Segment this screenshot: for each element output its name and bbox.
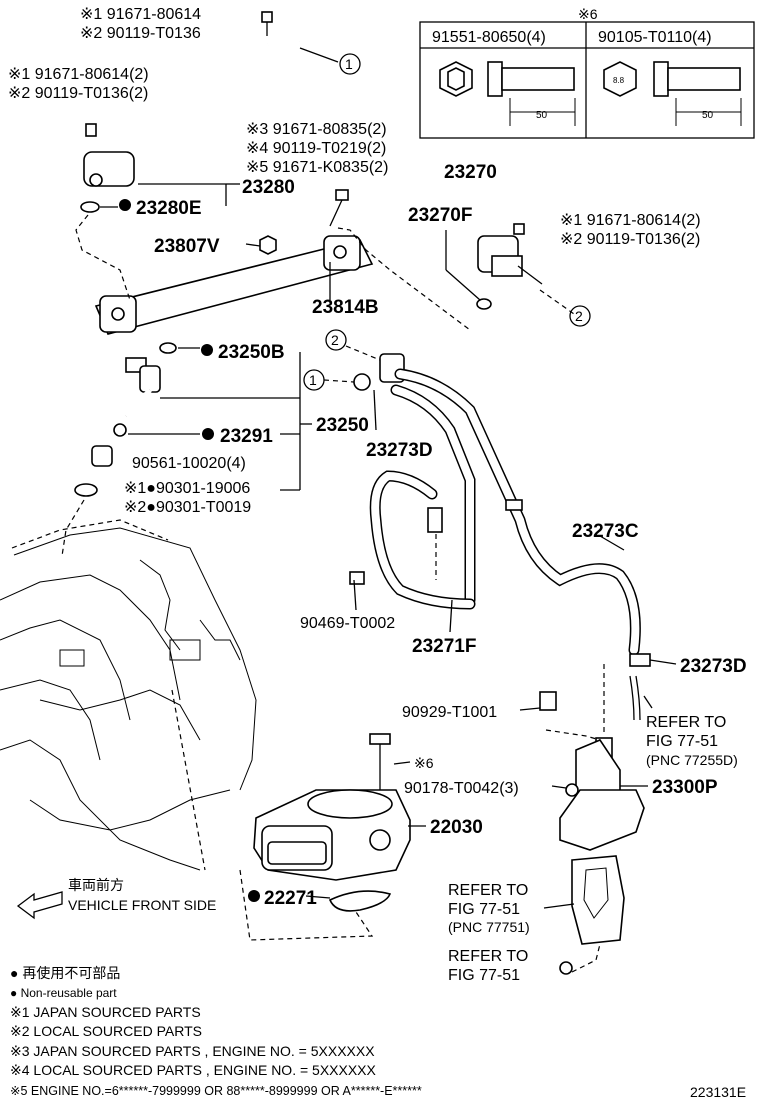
non-reusable-bullet: [201, 344, 213, 356]
label-clamp-bolt-2: ※2 90119-T0136(2): [8, 85, 148, 102]
ref3-line2: FIG 77-51: [448, 967, 520, 984]
label-23273d-upper: 23273D: [366, 440, 433, 461]
ref2-line2: FIG 77-51: [448, 901, 520, 918]
label-23291: 23291: [220, 426, 273, 447]
ref1-line2: FIG 77-51: [646, 733, 718, 750]
label-clamp-bolt-1: ※1 91671-80614(2): [8, 66, 149, 83]
fuel-injector: [139, 365, 161, 393]
label-90301-2: ※2●90301-T0019: [124, 499, 251, 516]
dim-1: 50: [536, 110, 548, 121]
legend-line-6: ※4 LOCAL SOURCED PARTS , ENGINE NO. = 5X…: [10, 1062, 377, 1078]
label-90561: 90561-10020(4): [132, 455, 246, 472]
label-top-bolt-1: ※1 91671-80614: [80, 6, 201, 23]
label-23250b: 23250B: [218, 342, 285, 363]
legend-line-2: ● Non-reusable part: [10, 986, 117, 1000]
legend-line-4: ※2 LOCAL SOURCED PARTS: [10, 1023, 202, 1039]
legend-line-3: ※1 JAPAN SOURCED PARTS: [10, 1004, 201, 1020]
flange-bolt-icon: [487, 61, 503, 97]
bolt-spec-table: ※6 91551-80650(4) 90105-T0110(4) 50 8.8 …: [419, 6, 755, 139]
callout-2-mid: 2: [331, 332, 339, 348]
label-23280e: 23280E: [136, 198, 202, 219]
label-90301-1: ※1●90301-19006: [124, 480, 250, 497]
direction-jp: 車両前方: [68, 877, 124, 893]
head-mark: 8.8: [613, 76, 625, 85]
table-col1: 91551-80650(4): [432, 29, 546, 46]
leader-lines: [100, 183, 677, 909]
label-22271: 22271: [264, 888, 317, 909]
label-rail-bolt-3: ※5 91671-K0835(2): [246, 159, 388, 176]
label-right-bolt-2: ※2 90119-T0136(2): [560, 231, 700, 248]
label-mark6: ※6: [414, 755, 434, 771]
table-marker: ※6: [578, 6, 598, 22]
flange-bolt-icon: [653, 61, 669, 97]
callout-1-mid: 1: [309, 372, 317, 388]
vehicle-front-indicator: 車両前方 VEHICLE FRONT SIDE: [16, 877, 216, 920]
label-23300p: 23300P: [652, 777, 718, 798]
label-23270f: 23270F: [408, 205, 472, 226]
label-22030: 22030: [430, 817, 483, 838]
label-rail-bolt-1: ※3 91671-80835(2): [246, 121, 387, 138]
throttle-body: [239, 733, 411, 941]
ref1-line1: REFER TO: [646, 714, 726, 731]
legend: ● 再使用不可部品 ● Non-reusable part ※1 JAPAN S…: [10, 965, 746, 1100]
label-23807v: 23807V: [154, 236, 220, 257]
label-90469: 90469-T0002: [300, 615, 395, 632]
o-ring: [80, 201, 100, 213]
ref3-line1: REFER TO: [448, 948, 528, 965]
callout-1-top: 1: [345, 56, 353, 72]
non-reusable-bullet: [202, 428, 214, 440]
label-23270: 23270: [444, 162, 497, 183]
legend-line-5: ※3 JAPAN SOURCED PARTS , ENGINE NO. = 5X…: [10, 1043, 375, 1059]
non-reusable-bullet: [119, 199, 131, 211]
part-labels: ※1 91671-80614 ※2 90119-T0136 ※1 91671-8…: [8, 6, 747, 909]
reference-labels: REFER TO FIG 77-51 (PNC 77255D) REFER TO…: [448, 714, 738, 984]
ref2-line3: (PNC 77751): [448, 919, 530, 935]
callouts: 1 2 2 1: [303, 53, 591, 391]
legend-line-1: ● 再使用不可部品: [10, 965, 120, 981]
label-90178: 90178-T0042(3): [404, 780, 519, 797]
label-90929: 90929-T1001: [402, 704, 497, 721]
label-right-bolt-1: ※1 91671-80614(2): [560, 212, 701, 229]
ref1-line3: (PNC 77255D): [646, 752, 738, 768]
label-23814b: 23814B: [312, 297, 379, 318]
front-arrow-icon: [16, 891, 63, 920]
engine-block-drawing: [0, 519, 257, 871]
canister-filter: [539, 691, 645, 975]
direction-en: VEHICLE FRONT SIDE: [68, 897, 216, 913]
label-23280: 23280: [242, 177, 295, 198]
vacuum-hoses: [349, 353, 651, 736]
label-23250: 23250: [316, 415, 369, 436]
label-23273c: 23273C: [572, 521, 639, 542]
fuel-rail-assembly: [61, 11, 471, 557]
ref2-line1: REFER TO: [448, 882, 528, 899]
non-reusable-bullet: [248, 890, 260, 902]
label-23273d-lower: 23273D: [680, 656, 747, 677]
bolt-head-88-icon: [603, 61, 637, 97]
throttle-gasket: [328, 890, 392, 912]
dim-2: 50: [702, 110, 714, 121]
callout-2-right: 2: [575, 308, 583, 324]
table-col2: 90105-T0110(4): [598, 29, 712, 46]
label-rail-bolt-2: ※4 90119-T0219(2): [246, 140, 386, 157]
label-top-bolt-2: ※2 90119-T0136: [80, 25, 201, 42]
purge-vsv: [445, 223, 575, 315]
legend-line-7: ※5 ENGINE NO.=6******-7999999 OR 88*****…: [10, 1084, 422, 1098]
label-23271f: 23271F: [412, 636, 476, 657]
figure-id: 223131E: [690, 1084, 746, 1100]
